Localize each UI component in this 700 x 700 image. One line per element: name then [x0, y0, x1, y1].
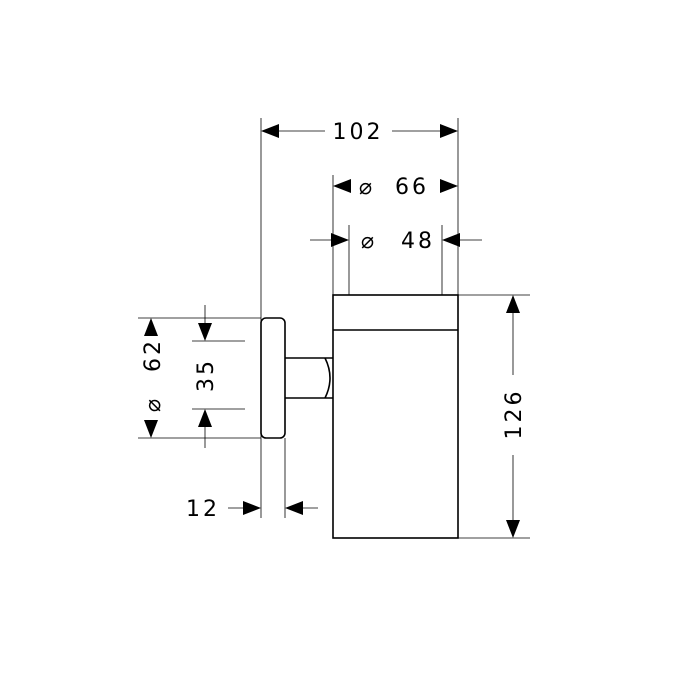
label-height: 126 — [502, 389, 527, 440]
label-rosette-depth: 12 — [186, 497, 220, 522]
dimension-overall-width: 102 — [261, 120, 458, 145]
dimension-rosette-depth: 12 — [186, 497, 318, 522]
connecting-arm — [285, 357, 333, 399]
product-outline — [260, 294, 459, 539]
dimension-inner-diameter: ⌀ 48 — [310, 229, 482, 254]
dimension-arm-offset: 35 — [194, 305, 219, 448]
label-rosette-diameter: 62 — [141, 338, 166, 372]
dimension-height: 126 — [502, 295, 527, 538]
tumbler-body — [332, 294, 459, 539]
label-arm-offset: 35 — [194, 358, 219, 392]
dimension-rosette-diameter: 62 ⌀ — [141, 318, 166, 438]
diameter-symbol-outer: ⌀ — [359, 175, 375, 200]
extension-lines — [138, 118, 530, 539]
label-overall-width: 102 — [333, 120, 384, 145]
label-outer-diameter: 66 — [395, 175, 429, 200]
dimension-outer-diameter: ⌀ 66 — [333, 175, 458, 200]
diameter-symbol-rosette: ⌀ — [141, 396, 166, 412]
diameter-symbol-inner: ⌀ — [361, 229, 377, 254]
wall-rosette — [260, 317, 286, 439]
label-inner-diameter: 48 — [401, 229, 435, 254]
